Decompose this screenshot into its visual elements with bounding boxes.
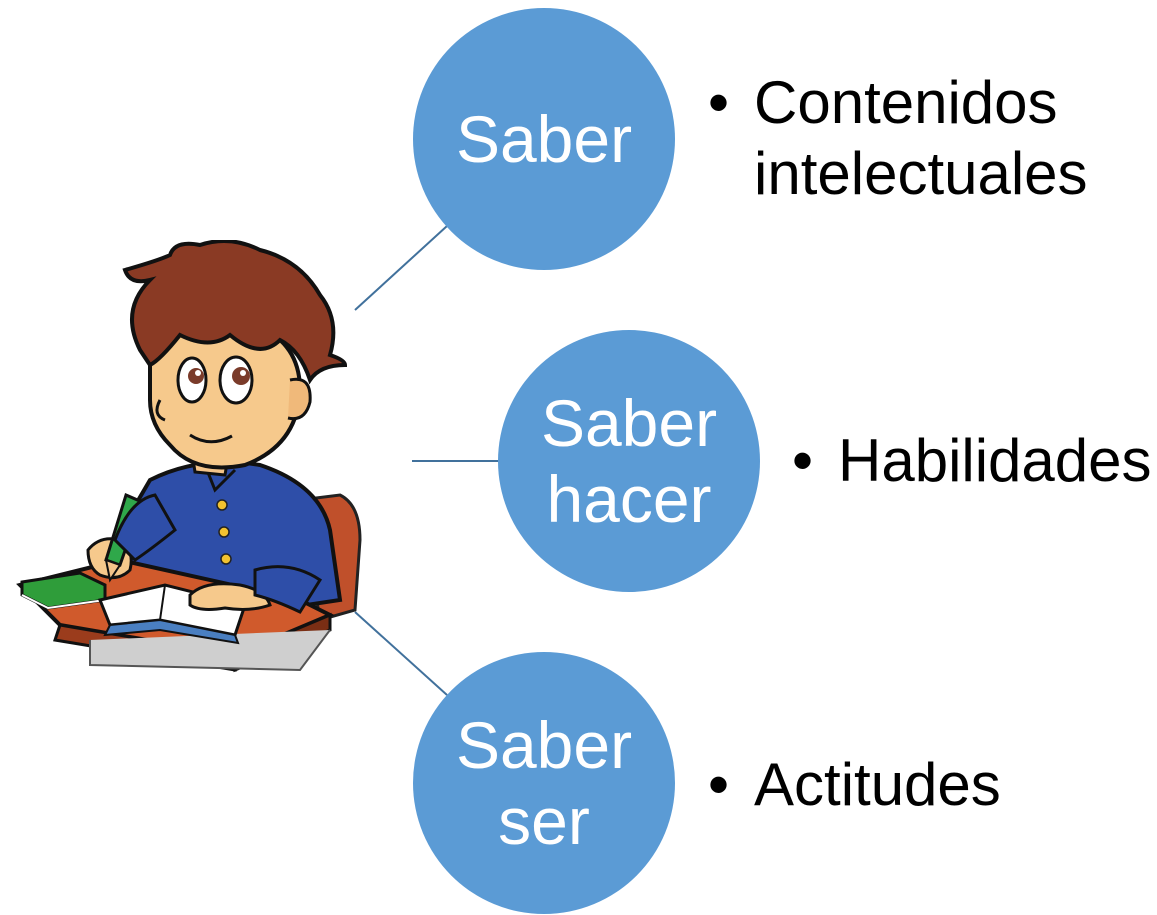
bullet-text-line: intelectuales bbox=[754, 139, 1088, 207]
node-label-line: Saber bbox=[540, 386, 718, 460]
node-label-line: Saber bbox=[455, 102, 633, 176]
bullet-dot: • bbox=[792, 427, 814, 494]
connector-saber bbox=[354, 225, 448, 311]
bullet-item-contenidos: • Contenidos intelectuales bbox=[708, 68, 1088, 210]
bullet-text-line: Habilidades bbox=[838, 427, 1152, 494]
right-hand bbox=[188, 582, 272, 611]
bullet-text-line: Contenidos bbox=[754, 69, 1058, 136]
bullet-dot: • bbox=[708, 69, 730, 136]
hair bbox=[122, 240, 348, 385]
bullet-item-actitudes: • Actitudes bbox=[708, 750, 1001, 821]
node-circle-saber-hacer: Saber hacer bbox=[498, 330, 760, 592]
bullet-item-habilidades: • Habilidades bbox=[792, 426, 1152, 497]
bullet-dot: • bbox=[708, 751, 730, 818]
node-label-line: Saber bbox=[455, 708, 633, 782]
node-label-line: hacer bbox=[546, 462, 712, 536]
bullet-text-line: Actitudes bbox=[754, 751, 1001, 818]
node-circle-saber: Saber bbox=[413, 8, 675, 270]
node-label-line: ser bbox=[498, 784, 590, 858]
student-illustration-icon bbox=[16, 240, 362, 673]
connector-saber-ser bbox=[354, 611, 448, 696]
node-circle-saber-ser: Saber ser bbox=[413, 652, 675, 914]
